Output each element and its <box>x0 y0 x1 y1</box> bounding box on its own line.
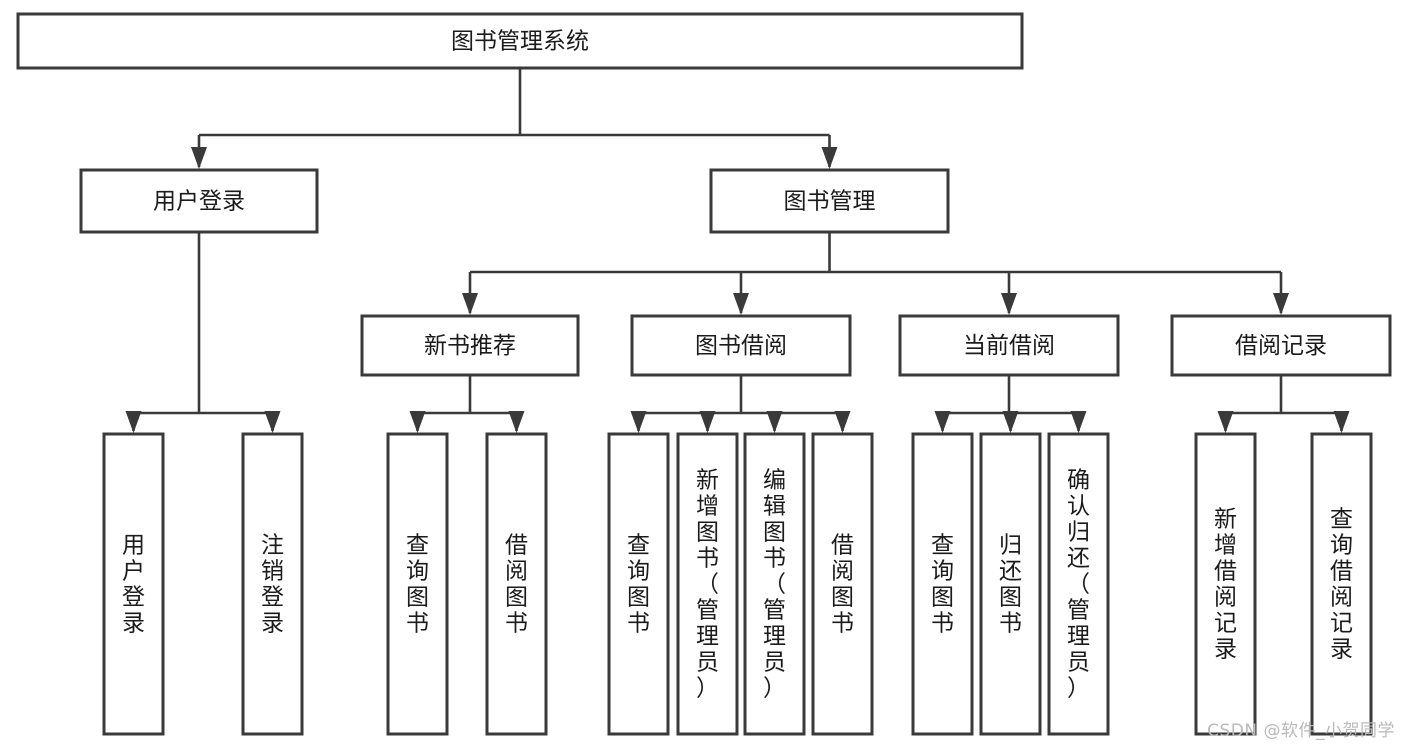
node-box[interactable] <box>485 432 548 736</box>
arrow-head-icon <box>766 411 783 433</box>
node-box[interactable] <box>386 432 449 736</box>
node-leaf-归还图书[interactable]: 归还图书 <box>979 432 1042 736</box>
arrow-head-icon <box>834 411 851 433</box>
node-box[interactable] <box>360 314 580 377</box>
node-leaf-确认归还管理员[interactable]: 确认归还（管理员） <box>1047 432 1110 736</box>
node-box[interactable] <box>709 168 950 234</box>
node-l2-图书管理[interactable]: 图书管理 <box>709 168 950 234</box>
node-label: 借阅图书 <box>505 532 528 636</box>
node-root-图书管理系统[interactable]: 图书管理系统 <box>16 12 1024 70</box>
node-label: 编辑图书（管理员） <box>763 467 786 701</box>
arrow-head-icon <box>508 411 525 433</box>
node-box[interactable] <box>241 432 304 736</box>
arrow-head-icon <box>630 411 647 433</box>
node-l2-用户登录[interactable]: 用户登录 <box>79 168 319 234</box>
node-leaf-新增借阅记录[interactable]: 新增借阅记录 <box>1194 432 1257 736</box>
node-label: 图书管理 <box>784 189 876 215</box>
arrow-head-icon <box>1070 411 1087 433</box>
arrow-head-icon <box>934 411 951 433</box>
node-label: 查询借阅记录 <box>1330 506 1353 662</box>
node-leaf-查询图书[interactable]: 查询图书 <box>911 432 974 736</box>
node-box[interactable] <box>607 432 670 736</box>
arrow-head-icon <box>1002 411 1019 433</box>
node-box[interactable] <box>1047 432 1110 736</box>
node-box[interactable] <box>911 432 974 736</box>
arrow-head-icon <box>264 411 281 433</box>
node-leaf-查询图书[interactable]: 查询图书 <box>607 432 670 736</box>
node-label: 确认归还（管理员） <box>1067 467 1090 701</box>
node-box[interactable] <box>630 314 852 377</box>
arrow-head-icon <box>191 147 207 169</box>
node-leaf-借阅图书[interactable]: 借阅图书 <box>811 432 874 736</box>
node-label: 查询图书 <box>627 532 650 636</box>
arrow-head-icon <box>821 147 838 169</box>
node-label: 用户登录 <box>122 532 145 636</box>
node-leaf-借阅图书[interactable]: 借阅图书 <box>485 432 548 736</box>
arrow-head-icon <box>462 293 478 315</box>
node-layer: 图书管理系统用户登录图书管理新书推荐图书借阅当前借阅借阅记录用户登录注销登录查询… <box>16 12 1392 736</box>
node-leaf-编辑图书管理员[interactable]: 编辑图书（管理员） <box>743 432 806 736</box>
node-leaf-用户登录[interactable]: 用户登录 <box>102 432 165 736</box>
node-label: 查询图书 <box>406 532 429 636</box>
node-label: 图书管理系统 <box>451 29 589 55</box>
node-label: 借阅图书 <box>831 532 854 636</box>
node-leaf-查询图书[interactable]: 查询图书 <box>386 432 449 736</box>
node-label: 新增图书（管理员） <box>696 467 719 701</box>
node-box[interactable] <box>811 432 874 736</box>
node-label: 查询图书 <box>931 532 954 636</box>
connector-layer <box>125 68 1350 433</box>
arrow-head-icon <box>1333 411 1350 433</box>
node-box[interactable] <box>898 314 1120 377</box>
node-box[interactable] <box>102 432 165 736</box>
node-label: 当前借阅 <box>963 333 1055 359</box>
node-box[interactable] <box>1170 314 1392 377</box>
node-box[interactable] <box>743 432 806 736</box>
node-l3-当前借阅[interactable]: 当前借阅 <box>898 314 1120 377</box>
csdn-watermark: CSDN @软件_小贺同学 <box>1207 721 1395 741</box>
node-label: 新增借阅记录 <box>1214 506 1237 662</box>
node-label: 图书借阅 <box>695 333 787 359</box>
node-l3-借阅记录[interactable]: 借阅记录 <box>1170 314 1392 377</box>
node-box[interactable] <box>979 432 1042 736</box>
node-label: 归还图书 <box>999 532 1022 636</box>
arrow-head-icon <box>1001 293 1017 315</box>
node-box[interactable] <box>79 168 319 234</box>
arrow-head-icon <box>125 411 142 433</box>
node-box[interactable] <box>1310 432 1373 736</box>
node-box[interactable] <box>16 12 1024 70</box>
node-label: 用户登录 <box>153 189 245 215</box>
node-leaf-查询借阅记录[interactable]: 查询借阅记录 <box>1310 432 1373 736</box>
arrow-head-icon <box>409 411 426 433</box>
node-box[interactable] <box>1194 432 1257 736</box>
node-label: 借阅记录 <box>1235 333 1327 359</box>
node-l3-图书借阅[interactable]: 图书借阅 <box>630 314 852 377</box>
node-label: 新书推荐 <box>424 333 516 359</box>
node-leaf-新增图书管理员[interactable]: 新增图书（管理员） <box>676 432 739 736</box>
node-label: 注销登录 <box>261 532 284 636</box>
arrow-head-icon <box>1217 411 1234 433</box>
node-box[interactable] <box>676 432 739 736</box>
arrow-head-icon <box>699 411 716 433</box>
node-leaf-注销登录[interactable]: 注销登录 <box>241 432 304 736</box>
arrow-head-icon <box>1273 293 1289 315</box>
arrow-head-icon <box>733 293 749 315</box>
node-l3-新书推荐[interactable]: 新书推荐 <box>360 314 580 377</box>
